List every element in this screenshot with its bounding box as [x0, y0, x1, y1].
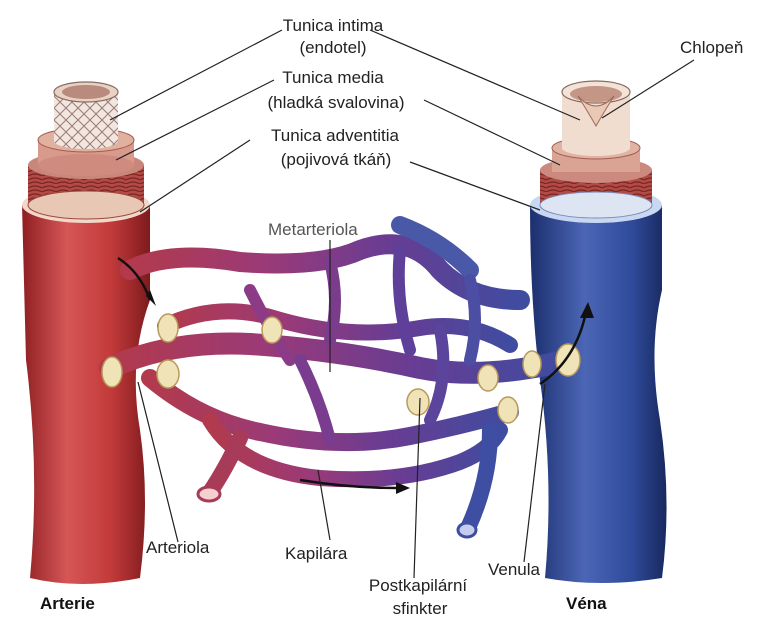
label-endotel: (endotel): [299, 38, 366, 58]
label-arteriola: Arteriola: [146, 538, 209, 558]
label-kapilara: Kapilára: [285, 544, 347, 564]
cut-vessel-end: [198, 487, 220, 501]
label-pojivova-tkan: (pojivová tkáň): [281, 150, 392, 170]
label-hladka-svalovina: (hladká svalovina): [267, 93, 404, 113]
label-tunica-intima: Tunica intima: [283, 16, 383, 36]
label-vena: Véna: [566, 594, 607, 614]
arrow-heads: [146, 290, 594, 494]
label-arterie: Arterie: [40, 594, 95, 614]
label-postkapilarni: Postkapilární: [369, 576, 467, 596]
label-metarteriola: Metarteriola: [268, 220, 358, 240]
artery-vessel: [22, 82, 150, 584]
label-tunica-media: Tunica media: [282, 68, 383, 88]
label-sfinkter: sfinkter: [393, 599, 448, 619]
cut-vessel-end: [458, 523, 476, 537]
label-venula: Venula: [488, 560, 540, 580]
label-chlopen: Chlopeň: [680, 38, 743, 58]
label-tunica-adventitia: Tunica adventitia: [271, 126, 399, 146]
vein-vessel: [530, 81, 667, 583]
